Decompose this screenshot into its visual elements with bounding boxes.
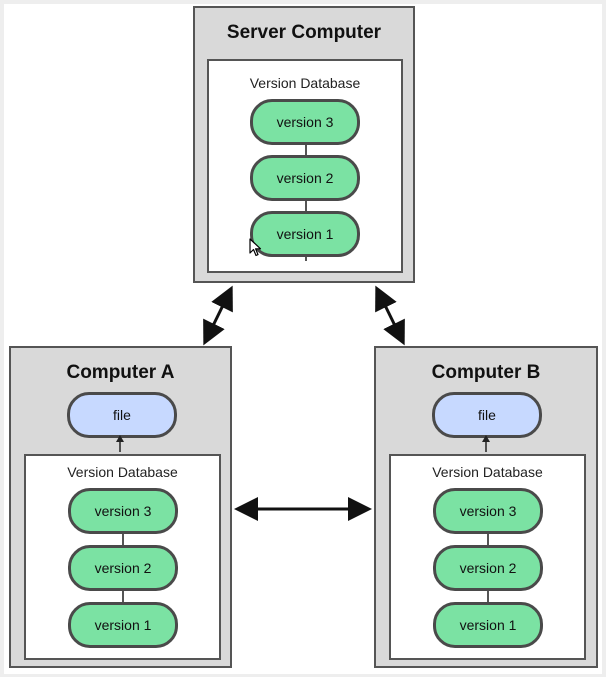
- computer-a-version-2: version 2: [68, 545, 178, 591]
- server-computer-title: Server Computer: [226, 22, 382, 43]
- computer-b-version-1: version 1: [433, 602, 543, 648]
- computer-b-version-2: version 2: [433, 545, 543, 591]
- server-version-2: version 2: [250, 155, 360, 201]
- computer-a-file: file: [67, 392, 177, 438]
- computer-a-version-database: Version Database version 3 version 2 ver…: [24, 454, 221, 660]
- server-version-connector: [305, 141, 307, 261]
- computer-b-version-database: Version Database version 3 version 2 ver…: [389, 454, 586, 660]
- server-version-3: version 3: [250, 99, 360, 145]
- computer-b-file: file: [432, 392, 542, 438]
- server-computer-box: Server Computer Version Database version…: [193, 6, 415, 283]
- computer-a-box: Computer A file Version Database version…: [9, 346, 232, 668]
- computer-a-version-3: version 3: [68, 488, 178, 534]
- server-version-database-label: Version Database: [249, 75, 361, 91]
- computer-b-box: Computer B file Version Database version…: [374, 346, 598, 668]
- computer-a-version-database-label: Version Database: [67, 464, 178, 480]
- server-version-1: version 1: [250, 211, 360, 257]
- computer-b-title: Computer B: [431, 362, 541, 383]
- computer-a-title: Computer A: [66, 362, 175, 383]
- computer-a-version-1: version 1: [68, 602, 178, 648]
- computer-b-version-3: version 3: [433, 488, 543, 534]
- server-version-database: Version Database version 3 version 2 ver…: [207, 59, 403, 273]
- computer-b-version-database-label: Version Database: [432, 464, 543, 480]
- mouse-cursor-icon: [249, 238, 262, 257]
